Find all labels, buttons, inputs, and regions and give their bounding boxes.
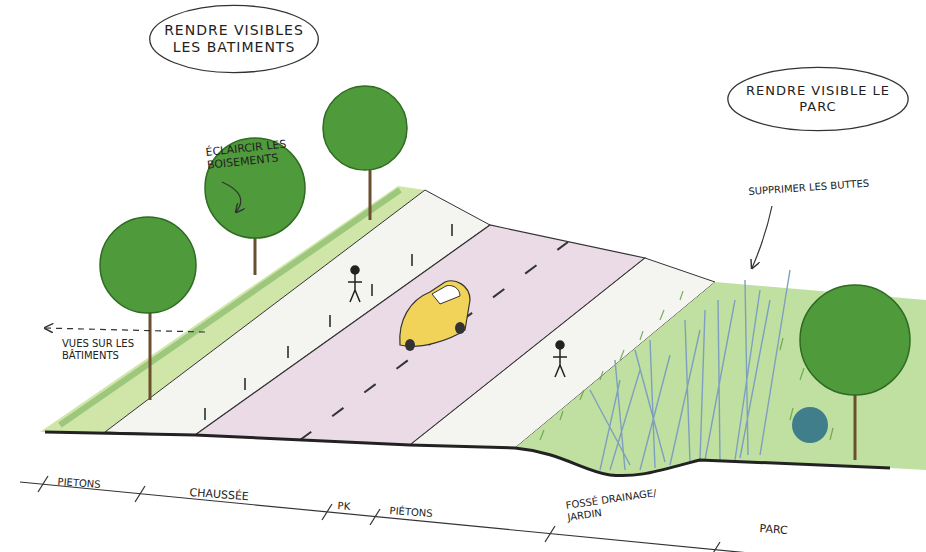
- leader-line: [222, 182, 241, 212]
- grass-strokes: [540, 291, 833, 440]
- annotation-label: VUES SUR LES BÂTIMENTS: [62, 338, 152, 362]
- annotation-label: PIÉTONS: [389, 505, 480, 523]
- goal-ellipse: RENDRE VISIBLES LES BATIMENTS: [148, 4, 320, 74]
- scale-ticks: [38, 476, 720, 552]
- annotation-label: PIETONS: [57, 476, 138, 494]
- pedestrians: [348, 266, 567, 377]
- annotation-label: PK: [337, 500, 368, 514]
- reeds: [590, 270, 790, 470]
- leader-line: [752, 206, 772, 268]
- annotation-label: FOSSÉ DRAINAGE/ JARDIN: [565, 485, 677, 524]
- goal-text: RENDRE VISIBLE LE PARC: [726, 83, 910, 116]
- annotation-label: PARC: [759, 522, 830, 540]
- annotation-label: SUPPRIMER LES BUTTES: [748, 174, 923, 198]
- car: [400, 281, 470, 351]
- trees: [100, 86, 910, 460]
- scale-line: [20, 482, 780, 552]
- goal-ellipse: RENDRE VISIBLE LE PARC: [726, 66, 910, 132]
- ground-profile: [45, 432, 890, 476]
- goal-text: RENDRE VISIBLES LES BATIMENTS: [148, 22, 320, 57]
- view-arrow: [45, 328, 205, 332]
